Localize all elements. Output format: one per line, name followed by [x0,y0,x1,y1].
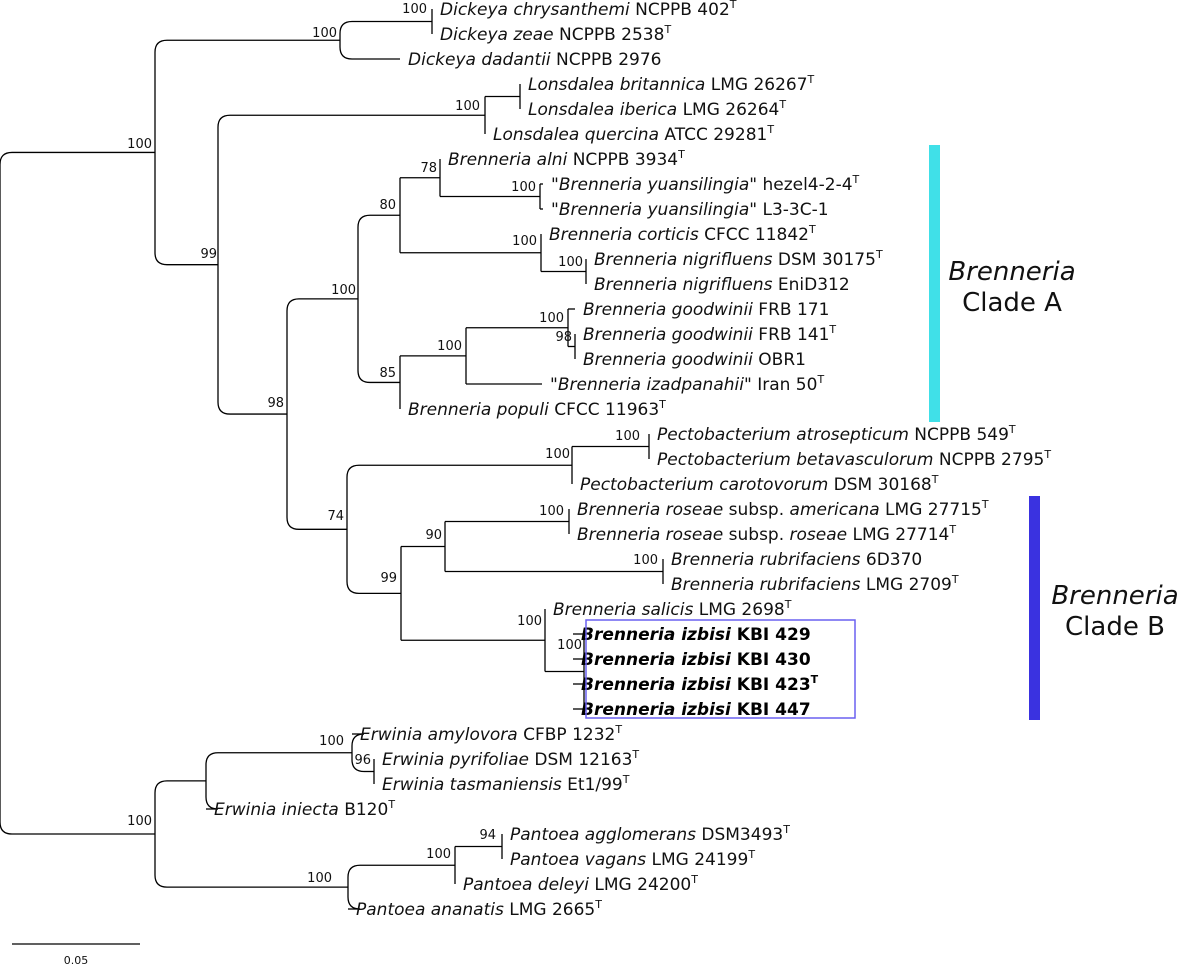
bootstrap-cladeA: 100 [331,283,356,298]
leaf-label: Pectobacterium carotovorum DSM 30168T [580,473,939,495]
bootstrap-pecto: 100 [545,447,570,462]
bootstrap-top: 100 [127,137,152,152]
leaf-label: "Brenneria yuansilingia" L3-3C-1 [551,200,829,220]
bootstrap-dickeya_inner: 100 [402,2,427,17]
node-connector-ingroup [217,114,231,415]
bootstrap-lonsdalea: 100 [455,99,480,114]
bootstrap-dickeya: 100 [312,26,337,41]
bootstrap-goodwinii: 100 [539,311,564,326]
node-connector-bottom [154,780,168,888]
leaf-label: Dickeya dadantii NCPPB 2976 [408,50,661,70]
bootstrap-cladeB: 99 [380,571,397,586]
leaf-label: Brenneria rubrifaciens LMG 2709T [671,573,959,595]
bootstrap-good_inner: 98 [555,330,572,345]
node-connector-pecto_B [346,464,360,595]
leaf-label: Brenneria roseae subsp. americana LMG 27… [577,498,989,520]
clade-a-label: Clade A [962,288,1062,318]
leaf-label: Brenneria izbisi KBI 430 [581,650,811,670]
leaf-label: Pantoea deleyi LMG 24200T [463,873,698,895]
bootstrap-pecto_B: 74 [327,509,344,524]
bootstrap-pant_inner: 100 [426,847,451,862]
izbisi-highlight-box [585,619,856,719]
bootstrap-a_upper: 80 [379,198,396,213]
leaf-label: Pantoea vagans LMG 24199T [510,848,755,870]
leaf-label: Lonsdalea britannica LMG 26267T [528,73,815,95]
bootstrap-roseae: 100 [539,504,564,519]
leaf-label: Brenneria goodwinii FRB 141T [583,323,836,345]
bootstrap-brenn: 98 [267,396,284,411]
bootstrap-bottom: 100 [127,814,152,829]
leaf-label: Pectobacterium betavasculorum NCPPB 2795… [657,448,1051,470]
leaf-label: Brenneria goodwinii FRB 171 [583,300,829,320]
leaf-label: Erwinia amylovora CFBP 1232T [360,723,622,745]
bootstrap-ingroup: 99 [200,247,217,262]
leaf-label: Brenneria izbisi KBI 429 [581,625,811,645]
bootstrap-nig: 100 [558,255,583,270]
node-connector-top [154,39,168,266]
leaf-label: "Brenneria izadpanahii" Iran 50T [550,373,824,395]
leaf-label: Erwinia pyrifoliae DSM 12163T [382,748,639,770]
leaf-label: Pantoea agglomerans DSM3493T [510,823,790,845]
bootstrap-ros_rub: 90 [425,528,442,543]
leaf-label: Erwinia tasmaniensis Et1/99T [382,773,630,795]
bootstrap-rubri: 100 [633,553,658,568]
leaf-label: Brenneria roseae subsp. roseae LMG 27714… [577,523,956,545]
clade-a-bar [929,145,940,422]
leaf-label: Brenneria populi CFCC 11963T [408,398,666,420]
leaf-label: Brenneria alni NCPPB 3934T [448,148,685,170]
clade-a-genus: Brenneria [948,257,1075,287]
leaf-label: Erwinia iniecta B120T [214,798,395,820]
bootstrap-values: 100 100 100 100 78 100 100 80 98 100 100 85 100 100 10… [127,2,658,886]
leaf-label: Dickeya zeae NCPPB 2538T [440,23,671,45]
bootstrap-erw_pyr: 96 [354,753,371,768]
bootstrap-cort_nig: 100 [512,234,537,249]
bootstrap-pecto_inner: 100 [615,429,640,444]
leaf-label: Brenneria corticis CFCC 11842T [549,223,816,245]
node-connector-brenn [286,298,300,530]
scale-bar-label: 0.05 [64,954,89,967]
leaf-labels: Dickeya chrysanthemi NCPPB 402T Dickeya z… [214,0,1051,920]
leaf-label: Brenneria izbisi KBI 447 [581,700,811,720]
bootstrap-yuan: 100 [511,180,536,195]
bootstrap-pant_agg: 94 [479,828,496,843]
leaf-label: Brenneria nigrifluens DSM 30175T [594,248,883,270]
clade-b-label: Clade B [1065,612,1165,642]
node-connector-cladeA [357,214,371,384]
bootstrap-alni_yuan: 78 [420,161,437,176]
leaf-label: Brenneria rubrifaciens 6D370 [671,550,922,570]
bootstrap-salicis_izb: 100 [517,614,542,629]
leaf-label: Dickeya chrysanthemi NCPPB 402T [440,0,737,20]
leaf-label: Pantoea ananatis LMG 2665T [356,898,602,920]
leaf-label: Brenneria salicis LMG 2698T [553,598,792,620]
leaf-label: Lonsdalea quercina ATCC 29281T [493,123,774,145]
leaf-label: Pectobacterium atrosepticum NCPPB 549T [657,423,1016,445]
bootstrap-erw_amyl: 100 [319,734,344,749]
leaf-label: Brenneria izbisi KBI 423T [581,673,819,695]
clade-b-genus: Brenneria [1051,581,1178,611]
leaf-label: "Brenneria yuansilingia" hezel4-2-4T [551,173,860,195]
node-connector-dickeya [339,20,353,60]
tree-branches [0,9,664,910]
leaf-label: Brenneria goodwinii OBR1 [583,350,806,370]
node-connector-root [0,151,13,835]
bootstrap-good_izad: 100 [437,339,462,354]
bootstrap-pantoea: 100 [307,871,332,886]
clade-b-bar [1029,496,1040,720]
leaf-label: Lonsdalea iberica LMG 26264T [528,98,786,120]
bootstrap-izbisi: 100 [557,638,582,653]
bootstrap-a_lower: 85 [379,366,396,381]
leaf-label: Brenneria nigrifluens EniD312 [594,275,850,295]
